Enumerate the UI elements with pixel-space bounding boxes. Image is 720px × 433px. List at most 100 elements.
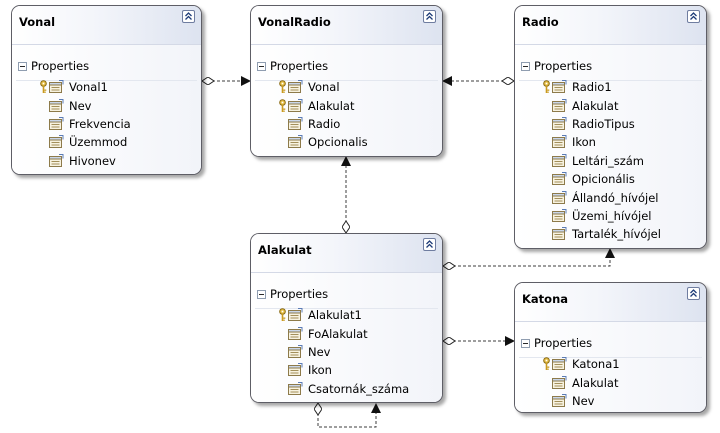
property-row[interactable]: Nev (39, 96, 131, 114)
collapse-button[interactable] (423, 238, 436, 251)
property-row[interactable]: Radio (278, 115, 368, 133)
property-row[interactable]: Nev (542, 392, 620, 410)
property-row[interactable]: Üzemi_hívójel (542, 207, 661, 225)
key-slot (542, 99, 551, 113)
property-icon (551, 98, 567, 113)
property-name: Állandó_hívójel (572, 190, 659, 205)
property-row[interactable]: Alakulat (542, 96, 661, 114)
property-row[interactable]: Vonal1 (39, 78, 131, 96)
property-row[interactable]: Nev (278, 343, 409, 361)
entity-name: Alakulat (258, 243, 312, 257)
property-name: Vonal1 (69, 80, 108, 95)
key-icon (542, 357, 551, 371)
minus-expander-icon[interactable] (521, 338, 530, 348)
section-label: Properties (534, 336, 593, 350)
property-name: Üzemi_hívójel (572, 208, 652, 223)
key-slot (39, 117, 48, 131)
property-name: Alakulat (572, 98, 619, 113)
property-row[interactable]: Alakulat (278, 96, 368, 114)
properties-section[interactable]: Properties (521, 58, 592, 74)
collapse-button[interactable] (423, 10, 436, 23)
collapse-button[interactable] (687, 10, 700, 23)
property-name: Radio (308, 116, 341, 131)
property-row[interactable]: Katona1 (542, 355, 620, 373)
property-icon (551, 80, 567, 94)
collapse-button[interactable] (687, 287, 700, 300)
property-icon (287, 98, 303, 113)
key-slot (542, 376, 551, 390)
minus-expander-icon[interactable] (18, 61, 27, 71)
property-row[interactable]: Tartalék_hívójel (542, 225, 661, 243)
property-name: Tartalék_hívójel (572, 227, 661, 242)
property-icon (551, 190, 567, 205)
key-icon (278, 308, 287, 322)
collapse-button[interactable] (182, 10, 195, 23)
property-row[interactable]: Állandó_hívójel (542, 188, 661, 206)
property-name: Alakulat1 (308, 308, 362, 323)
property-name: Ikon (308, 363, 332, 378)
property-name: Leltári_szám (572, 153, 644, 168)
property-row[interactable]: Radio1 (542, 78, 661, 96)
key-slot (39, 99, 48, 113)
double-chevron-up-icon (424, 239, 435, 250)
key-slot (278, 135, 287, 149)
property-icon (287, 363, 303, 377)
properties-section[interactable]: Properties (257, 58, 328, 74)
key-slot (542, 191, 551, 205)
property-row[interactable]: Alakulat (542, 373, 620, 391)
property-icon (551, 172, 567, 186)
section-separator (255, 80, 438, 81)
property-row[interactable]: Ikon (542, 133, 661, 151)
property-icon (551, 116, 567, 131)
properties-section[interactable]: Properties (521, 335, 592, 351)
property-name: Alakulat (572, 375, 619, 390)
property-row[interactable]: Vonal (278, 78, 368, 96)
key-slot (542, 394, 551, 408)
property-icon (287, 135, 303, 149)
property-icon (551, 153, 567, 168)
property-icon (551, 357, 567, 371)
minus-expander-icon[interactable] (521, 61, 530, 71)
property-icon (287, 381, 303, 396)
property-row[interactable]: RadioTipus (542, 115, 661, 133)
property-name: RadioTipus (572, 116, 635, 131)
connector-alakulat-self[interactable] (318, 403, 376, 428)
double-chevron-up-icon (183, 11, 194, 22)
key-icon (542, 80, 551, 94)
property-row[interactable]: Hivonev (39, 152, 131, 170)
key-slot (542, 227, 551, 241)
minus-expander-icon[interactable] (257, 61, 266, 71)
properties-section[interactable]: Properties (18, 58, 89, 74)
property-row[interactable]: Ikon (278, 361, 409, 379)
key-slot (542, 172, 551, 186)
properties-section[interactable]: Properties (257, 286, 328, 302)
property-row[interactable]: Üzemmod (39, 133, 131, 151)
property-name: Csatornák_száma (308, 381, 410, 396)
property-icon (551, 393, 567, 408)
minus-expander-icon[interactable] (257, 289, 266, 299)
property-row[interactable]: Opicionális (542, 170, 661, 188)
key-icon (278, 98, 287, 113)
entity-name: Radio (522, 15, 559, 29)
property-name: Radio1 (572, 80, 612, 95)
connector-alakulat-radio[interactable] (443, 249, 610, 266)
property-row[interactable]: FoAlakulat (278, 324, 409, 342)
property-row[interactable]: Alakulat1 (278, 306, 409, 324)
key-icon (278, 80, 287, 94)
property-name: Nev (572, 393, 595, 408)
section-label: Properties (534, 59, 593, 73)
property-name: Opicionális (572, 172, 635, 187)
property-row[interactable]: Leltári_szám (542, 152, 661, 170)
property-row[interactable]: Opcionalis (278, 133, 368, 151)
property-row[interactable]: Frekvencia (39, 115, 131, 133)
property-row[interactable]: Csatornák_száma (278, 380, 409, 398)
section-separator (255, 308, 438, 309)
